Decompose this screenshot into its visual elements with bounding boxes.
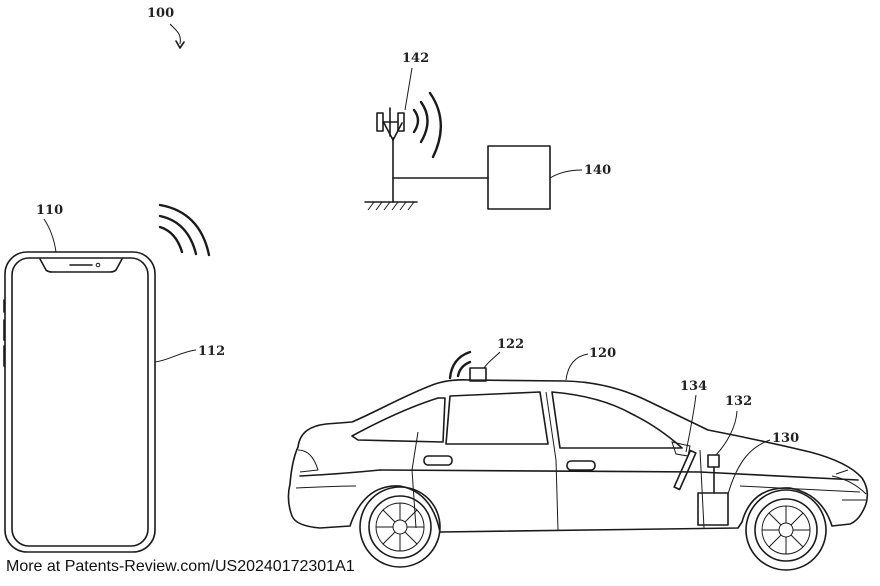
mobile-phone: 110 112: [3, 203, 225, 553]
label-134: 134: [680, 379, 707, 394]
vehicle-body: [287, 379, 869, 533]
antenna-wave-1: [412, 108, 420, 134]
leader-132: [715, 410, 738, 456]
label-140: 140: [584, 163, 611, 178]
vehicle-window-rear: [351, 397, 446, 443]
leader-100-arrow: [175, 40, 185, 49]
vehicle-door-rear-edge: [411, 431, 419, 529]
vehicle-window-front: [551, 391, 683, 449]
phone-notch: [39, 258, 123, 273]
leader-100: [169, 23, 181, 45]
roof-wave-2: [448, 350, 472, 380]
leader-112: [154, 349, 197, 363]
leader-130: [727, 439, 771, 495]
leader-142: [404, 67, 413, 111]
label-122: 122: [497, 337, 524, 352]
phone-outer-body: [4, 251, 156, 553]
roof-device: [469, 367, 487, 382]
label-130: 130: [772, 431, 799, 446]
label-142: 142: [402, 51, 429, 66]
leader-120: [565, 353, 589, 381]
leader-140: [549, 169, 583, 179]
roof-wave-1: [456, 360, 472, 378]
rear-wheel: [359, 486, 441, 568]
front-wheel: [745, 489, 827, 571]
vehicle-door-split: [545, 391, 559, 531]
antenna-element-left: [376, 112, 384, 132]
patent-source-footer[interactable]: More at Patents-Review.com/US20240172301…: [6, 558, 355, 575]
label-132: 132: [725, 394, 752, 409]
vehicle: 122 120 134 132 130: [287, 337, 869, 571]
antenna-wave-2: [419, 100, 429, 144]
windshield-device: [673, 449, 697, 491]
phone-wave-3: [158, 203, 211, 257]
label-112: 112: [198, 344, 225, 359]
vehicle-window-middle: [445, 391, 549, 445]
sensor-box: [707, 454, 720, 468]
label-120: 120: [589, 346, 616, 361]
antenna-tower: 142: [364, 51, 443, 211]
label-100: 100: [147, 6, 174, 21]
phone-wave-2: [158, 214, 198, 256]
leader-110: [43, 218, 57, 253]
rear-door-handle: [423, 455, 453, 466]
label-110: 110: [36, 203, 63, 218]
module-box: [697, 492, 729, 526]
leader-122: [483, 351, 501, 369]
front-door-handle: [566, 460, 596, 471]
phone-wave-1: [158, 225, 184, 254]
leader-134: [685, 394, 697, 453]
antenna-wave-3: [428, 91, 443, 159]
server-box: [487, 145, 551, 210]
phone-screen: [11, 257, 149, 547]
